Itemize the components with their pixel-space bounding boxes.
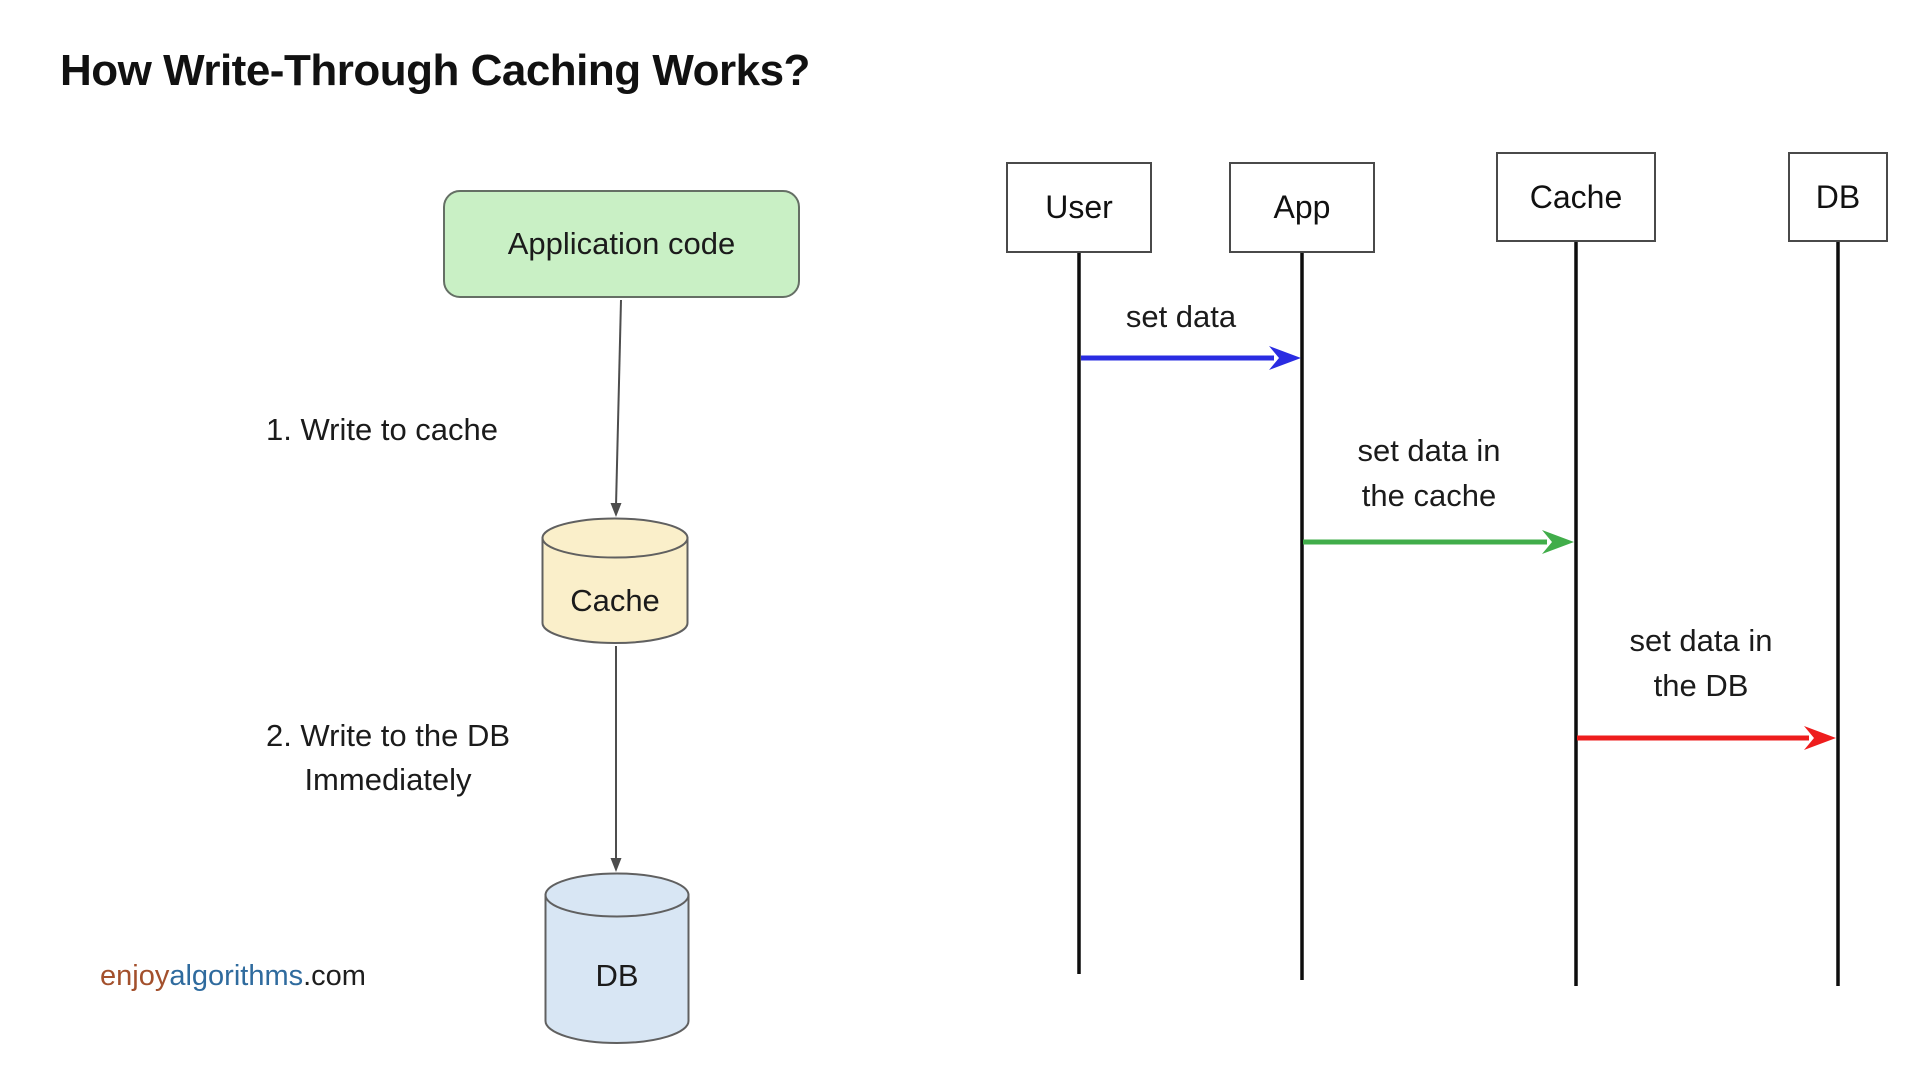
- flow-arrow-app-to-cache: [615, 299, 622, 507]
- step1-write-to-cache-label: 1. Write to cache: [265, 412, 499, 447]
- message-label-set-data-cache: set data in the cache: [1357, 433, 1501, 513]
- flow-arrowhead-app-to-cache-icon: [610, 503, 622, 517]
- watermark-algorithms: algorithms: [169, 960, 304, 992]
- actor-box-user: User: [1006, 162, 1152, 253]
- actor-label-app: App: [1273, 189, 1331, 225]
- message-arrowhead-set-data-db-icon: [1804, 726, 1836, 750]
- flow-arrowhead-cache-to-db-icon: [610, 858, 622, 872]
- watermark: enjoyalgorithms.com: [100, 960, 366, 993]
- message-label-set-data: set data: [1125, 299, 1237, 334]
- message-arrowhead-set-data-icon: [1269, 346, 1301, 370]
- actor-label-cache: Cache: [1529, 178, 1623, 215]
- step2-write-to-db-label: 2. Write to the DB Immediately: [265, 718, 511, 797]
- actor-box-db: DB: [1788, 152, 1888, 242]
- application-code-node: Application code: [443, 190, 800, 298]
- message-label-set-data-db: set data in the DB: [1629, 623, 1773, 703]
- page-title: How Write-Through Caching Works?: [60, 46, 810, 95]
- actor-box-app: App: [1229, 162, 1375, 253]
- watermark-com: .com: [303, 960, 366, 992]
- actor-label-db: DB: [1815, 178, 1861, 215]
- actor-label-user: User: [1045, 189, 1113, 225]
- message-arrowhead-set-data-cache-icon: [1542, 530, 1574, 554]
- application-code-label: Application code: [507, 226, 736, 261]
- actor-box-cache: Cache: [1496, 152, 1656, 242]
- watermark-enjoy: enjoy: [100, 960, 170, 992]
